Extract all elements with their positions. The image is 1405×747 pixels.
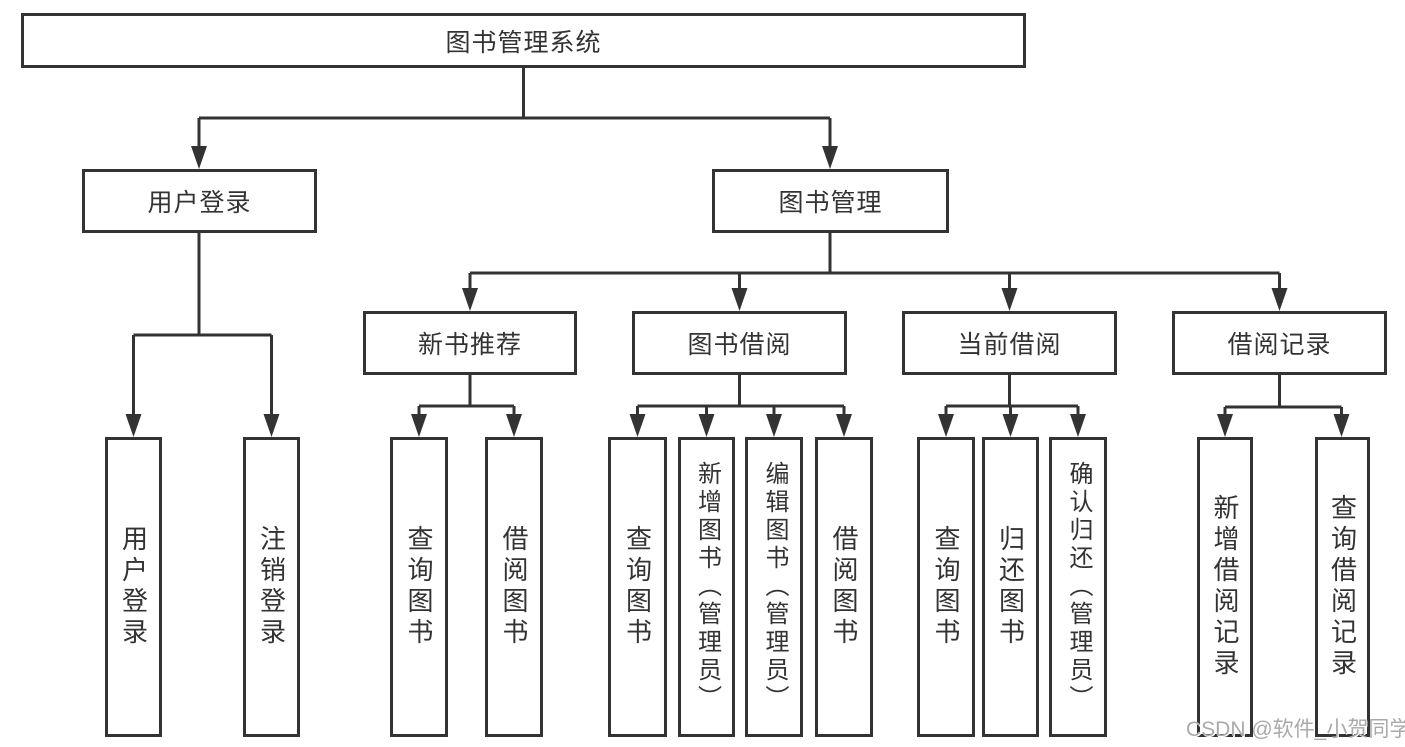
leaf-logout: 注销登录: [243, 437, 300, 737]
node-user-login: 用户登录: [82, 169, 317, 233]
leaf-user-login: 用户登录: [105, 437, 162, 737]
node-current-borrowing: 当前借阅: [902, 311, 1117, 375]
leaf-query-books-current: 查询图书: [917, 437, 975, 737]
node-label: 借阅图书: [829, 525, 859, 649]
leaf-query-books-borrowing: 查询图书: [608, 437, 667, 737]
leaf-add-borrow-record: 新增借阅记录: [1197, 437, 1253, 737]
node-label: 确认归还（管理员）: [1065, 461, 1092, 713]
node-book-management: 图书管理: [712, 169, 949, 233]
node-root-library-system: 图书管理系统: [21, 13, 1026, 68]
node-book-borrowing: 图书借阅: [632, 311, 847, 375]
node-label: 编辑图书（管理员）: [761, 461, 788, 713]
leaf-borrow-books-recommend: 借阅图书: [485, 437, 543, 737]
leaf-query-borrow-record: 查询借阅记录: [1315, 437, 1370, 737]
leaf-edit-book-admin: 编辑图书（管理员）: [745, 437, 803, 737]
node-label: 用户登录: [147, 189, 252, 217]
leaf-confirm-return-admin: 确认归还（管理员）: [1049, 437, 1107, 737]
node-label: 图书管理: [778, 189, 883, 217]
node-label: 当前借阅: [957, 331, 1062, 359]
node-new-book-recommend: 新书推荐: [363, 311, 577, 375]
node-label: 借阅图书: [499, 525, 529, 649]
node-label: 查询借阅记录: [1327, 494, 1358, 680]
node-label: 新增借阅记录: [1210, 494, 1240, 680]
node-label: 图书借阅: [687, 331, 792, 359]
node-label: 查询图书: [931, 525, 961, 649]
node-label: 图书管理系统: [445, 28, 602, 57]
node-label: 新增图书（管理员）: [693, 461, 721, 713]
node-label: 借阅记录: [1227, 331, 1332, 359]
node-label: 注销登录: [256, 525, 287, 649]
arrowhead-icons: [125, 146, 1350, 437]
leaf-add-book-admin: 新增图书（管理员）: [678, 437, 735, 737]
node-label: 归还图书: [995, 525, 1026, 649]
leaf-borrow-book: 借阅图书: [815, 437, 873, 737]
leaf-return-book: 归还图书: [982, 437, 1039, 737]
leaf-query-books-recommend: 查询图书: [390, 437, 448, 737]
node-label: 用户登录: [118, 525, 149, 649]
node-label: 查询图书: [404, 525, 434, 649]
node-borrowing-records: 借阅记录: [1172, 311, 1387, 375]
node-label: 新书推荐: [417, 331, 522, 359]
node-label: 查询图书: [622, 525, 653, 649]
csdn-watermark: CSDN @软件_小贺同学: [1186, 718, 1405, 741]
